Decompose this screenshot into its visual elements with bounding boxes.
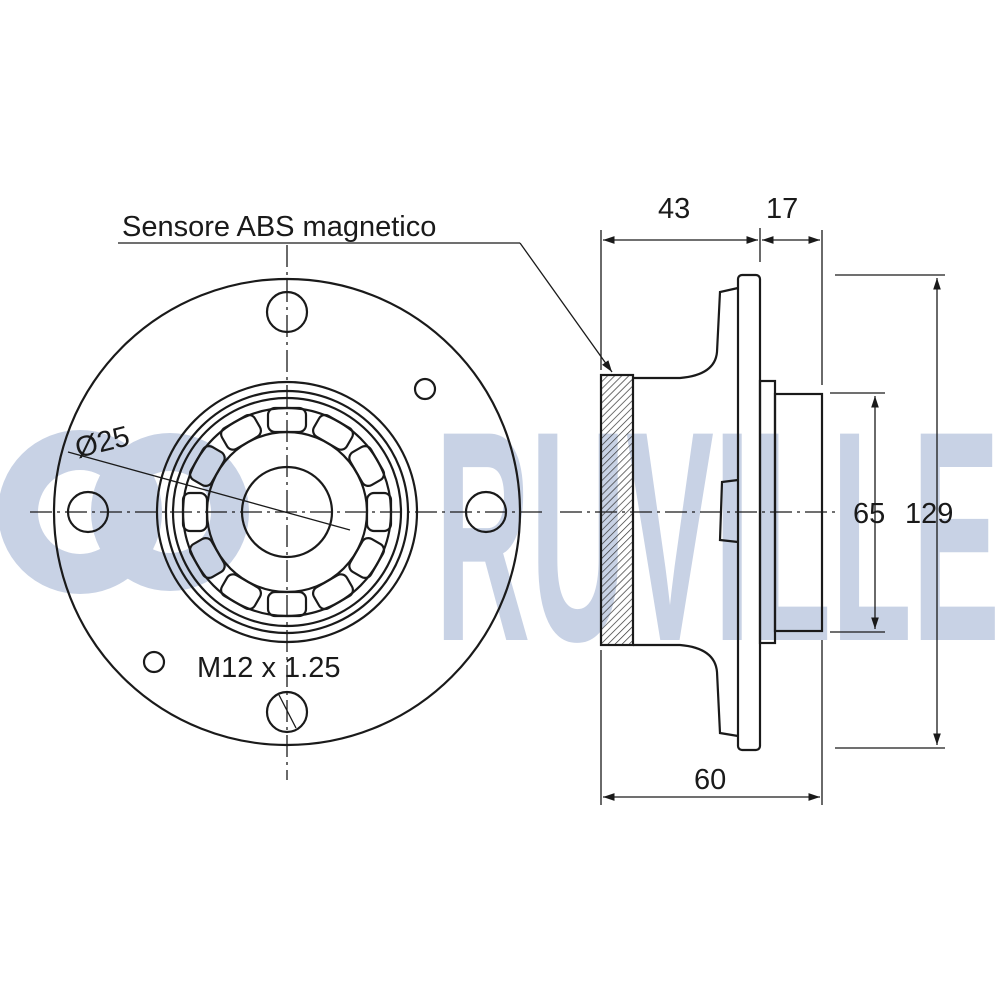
abs-sensor-ring <box>599 373 635 647</box>
bearing-roller <box>348 445 386 487</box>
sensor-callout: Sensore ABS magnetico <box>118 211 613 373</box>
spigot <box>773 392 824 633</box>
diameter-leader-line <box>67 451 351 531</box>
dim-17-label: 17 <box>766 193 798 225</box>
bearing-roller <box>348 537 386 579</box>
bearing-roller <box>365 491 393 533</box>
bore <box>240 465 334 559</box>
bearing-roller <box>220 413 262 451</box>
brand-watermark-text: RUVILLE <box>435 368 1000 704</box>
hub-boss <box>718 478 739 544</box>
thread-label: M12 x 1.25 <box>197 652 340 684</box>
bolt-hole-mark <box>278 694 297 729</box>
bearing-roller <box>312 573 354 611</box>
bearing-roller <box>266 406 308 434</box>
dimensions: 43 17 60 65 129 <box>600 193 953 805</box>
bolt-hole <box>66 490 110 534</box>
front-view: Ø25 M12 x 1.25 <box>30 245 545 780</box>
bearing-rollers <box>181 406 393 618</box>
bearing-roller <box>188 445 226 487</box>
sensor-leader-arrow <box>519 242 613 373</box>
bearing-roller <box>266 590 308 618</box>
bearing-outer-ring <box>155 380 419 644</box>
bearing-outer-ring <box>164 389 410 635</box>
dim-43-label: 43 <box>658 193 690 225</box>
bolt-hole <box>464 490 508 534</box>
bolt-hole <box>265 690 309 734</box>
hub-body <box>633 286 739 738</box>
locating-hole <box>142 650 166 674</box>
side-view <box>560 273 840 752</box>
bearing-roller <box>312 413 354 451</box>
bearing-roller <box>188 537 226 579</box>
bolt-hole <box>265 290 309 334</box>
locating-hole <box>413 377 437 401</box>
dim-60-label: 60 <box>694 764 726 796</box>
bearing-outer-race <box>171 396 403 628</box>
dim-129-label: 129 <box>905 498 953 530</box>
flange-outline <box>52 277 522 747</box>
dim-65-label: 65 <box>853 498 885 530</box>
sensor-label: Sensore ABS magnetico <box>122 211 436 243</box>
brand-watermark: RUVILLE <box>0 368 1000 704</box>
bearing-roller <box>181 491 209 533</box>
bearing-roller <box>220 573 262 611</box>
